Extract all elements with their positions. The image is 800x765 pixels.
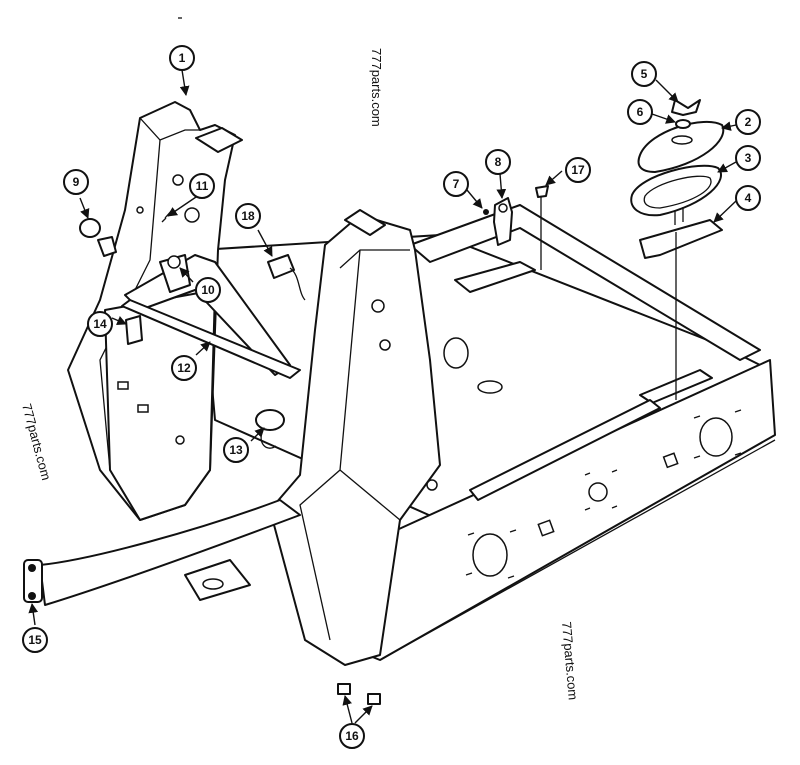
part-nut-a — [337, 683, 351, 695]
callout-label: 11 — [196, 179, 209, 193]
callout-label: 15 — [28, 633, 42, 647]
callout-1: 1 — [169, 45, 195, 71]
callout-label: 3 — [745, 151, 752, 165]
callout-10: 10 — [195, 277, 221, 303]
callout-label: 18 — [241, 209, 255, 223]
part-post — [125, 315, 143, 345]
callout-16: 16 — [339, 723, 365, 749]
callout-label: 13 — [229, 443, 243, 457]
callout-3: 3 — [735, 145, 761, 171]
callout-label: 2 — [745, 115, 752, 129]
callout-label: 9 — [73, 175, 80, 189]
leader-lines — [28, 69, 737, 724]
part-connector — [267, 254, 295, 279]
callout-4: 4 — [735, 185, 761, 211]
part-plug — [79, 218, 101, 238]
callout-label: 5 — [641, 67, 648, 81]
part-latch — [493, 197, 513, 246]
callout-11: 11 — [189, 173, 215, 199]
part-nut-b — [367, 693, 381, 705]
callout-6: 6 — [627, 99, 653, 125]
callouts: 1 2 3 4 5 6 7 8 9 10 11 12 13 14 15 16 1… — [22, 45, 761, 749]
frame-rear-rail — [409, 204, 761, 361]
handle-strap — [23, 499, 301, 606]
part-bolt — [535, 185, 549, 198]
callout-14: 14 — [87, 311, 113, 337]
part-grommet — [255, 409, 285, 431]
watermark-left: 777parts.com — [19, 402, 54, 482]
callout-label: 1 — [179, 51, 186, 65]
callout-13: 13 — [223, 437, 249, 463]
callout-17: 17 — [565, 157, 591, 183]
watermark-top: 777parts.com — [369, 48, 384, 127]
loose-parts — [79, 99, 725, 705]
callout-9: 9 — [63, 169, 89, 195]
callout-label: 4 — [745, 191, 752, 205]
callout-12: 12 — [171, 355, 197, 381]
callout-5: 5 — [631, 61, 657, 87]
callout-8: 8 — [485, 149, 511, 175]
center-tower — [269, 209, 441, 666]
part-cover-plate — [637, 120, 725, 173]
callout-7: 7 — [443, 171, 469, 197]
part-wing-nut — [671, 99, 701, 116]
callout-label: 6 — [637, 105, 644, 119]
callout-label: 8 — [495, 155, 502, 169]
callout-2: 2 — [735, 109, 761, 135]
center-tower-front — [269, 214, 441, 666]
callout-18: 18 — [235, 203, 261, 229]
callout-label: 10 — [201, 283, 215, 297]
watermark-bottom: 777parts.com — [559, 621, 581, 701]
part-washer — [675, 119, 691, 129]
bracket-assembly — [121, 254, 301, 379]
callout-label: 14 — [93, 317, 107, 331]
part-gasket — [630, 164, 722, 217]
callout-label: 12 — [177, 361, 191, 375]
callout-15: 15 — [22, 627, 48, 653]
callout-label: 16 — [345, 729, 359, 743]
part-bracket — [639, 219, 723, 259]
callout-label: 17 — [571, 163, 585, 177]
left-tower-panel — [104, 289, 216, 521]
callout-label: 7 — [453, 177, 460, 191]
